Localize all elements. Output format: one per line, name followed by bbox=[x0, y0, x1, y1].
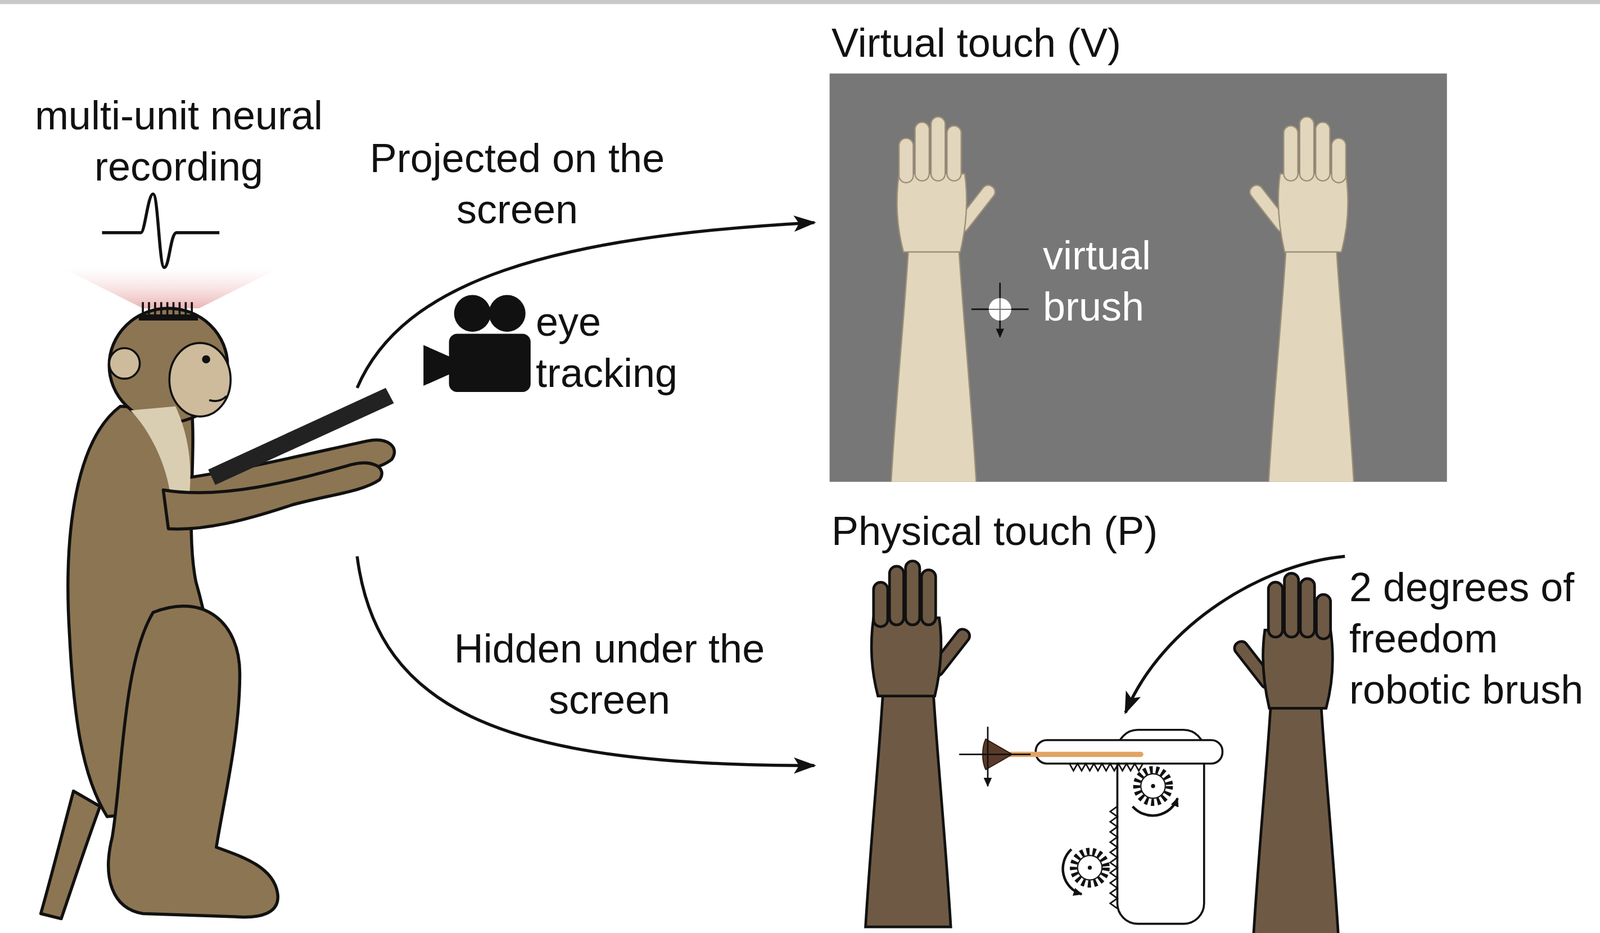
electrode-array bbox=[142, 301, 192, 316]
label-text: eye tracking bbox=[535, 296, 699, 399]
robotic-brush bbox=[959, 726, 1223, 924]
flow-arrow bbox=[356, 556, 815, 766]
monkey-ear bbox=[109, 347, 140, 379]
label-text: multi-unit neural recording bbox=[10, 89, 348, 193]
label-text: Hidden under the screen bbox=[429, 622, 790, 726]
monkey bbox=[41, 308, 395, 919]
virtual-brush-icon bbox=[971, 282, 1029, 337]
camera-icon bbox=[423, 295, 531, 392]
spike-waveform bbox=[102, 193, 220, 268]
label-text: 2 degrees of freedom robotic brush bbox=[1349, 561, 1595, 716]
callout-arrow bbox=[1125, 556, 1345, 713]
monkey-arm bbox=[163, 462, 382, 530]
physical-hand bbox=[1231, 572, 1339, 933]
label-text: Physical touch (P) bbox=[831, 505, 1282, 557]
panel-heading: Virtual touch (V) bbox=[831, 17, 1282, 69]
physical-hand bbox=[865, 561, 973, 928]
recording-glow bbox=[61, 267, 281, 309]
top-rule bbox=[0, 0, 1600, 4]
virtual-hand bbox=[891, 116, 998, 482]
label-text: Projected on the screen bbox=[342, 132, 692, 235]
screen-panel: Virtual touch (V)virtual brush bbox=[829, 73, 1448, 482]
monkey-face bbox=[169, 342, 231, 417]
panel-text: virtual brush bbox=[1042, 229, 1206, 333]
monkey-eye bbox=[201, 355, 211, 364]
virtual-hand bbox=[1247, 116, 1355, 482]
monkey-mouth bbox=[209, 395, 227, 401]
